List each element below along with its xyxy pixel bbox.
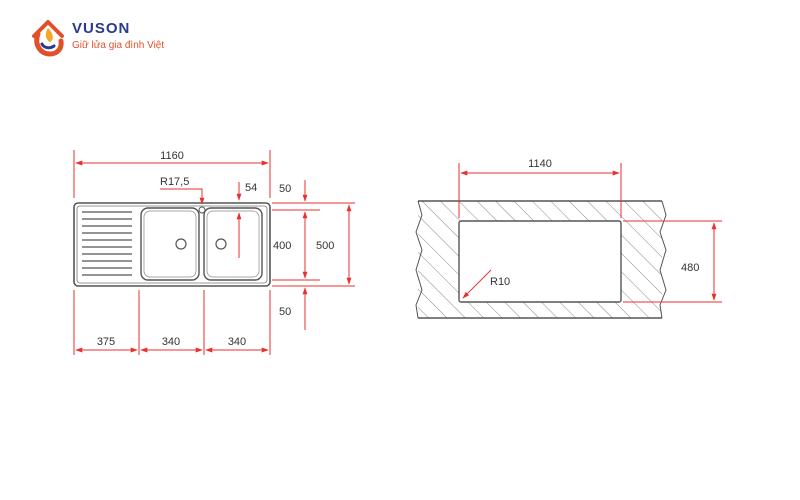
- house-flame-icon: [32, 20, 64, 57]
- dim-drainboard-width: 375: [97, 336, 115, 348]
- dim-top-margin: 50: [279, 183, 291, 195]
- drainboard-ribs: [82, 211, 132, 276]
- brand-logo[interactable]: VUSON Giữ lửa gia đình Việt: [28, 14, 198, 62]
- sink-top-view: 1160 R17,5 54 50 400 500 50 375 340 340: [73, 150, 355, 355]
- dim-overall-depth: 500: [316, 240, 334, 252]
- sink-bowl-right: [203, 207, 263, 281]
- brand-tagline: Giữ lửa gia đình Việt: [72, 40, 165, 51]
- dim-bowl-depth: 400: [273, 240, 291, 252]
- dim-bottom-margin: 50: [279, 306, 291, 318]
- sink-outline: [73, 202, 271, 287]
- drain-hole-right: [215, 238, 227, 250]
- drain-hole-left: [175, 238, 187, 250]
- dim-cutout-depth: 480: [681, 262, 699, 274]
- brand-name: VUSON: [72, 20, 131, 37]
- dim-cutout-width: 1140: [528, 158, 552, 170]
- cutout-view: 1140 480 R10: [415, 158, 722, 319]
- dim-bowl2-width: 340: [228, 336, 246, 348]
- dim-drain-radius: R17,5: [160, 176, 189, 188]
- dim-drain-offset: 54: [245, 182, 257, 194]
- dim-corner-radius: R10: [490, 276, 510, 288]
- faucet-hole: [198, 206, 206, 214]
- dim-bowl1-width: 340: [162, 336, 180, 348]
- dim-overall-width: 1160: [160, 150, 184, 162]
- cutout-opening: [458, 220, 622, 303]
- countertop-hatched: [418, 201, 662, 318]
- sink-bowl-left: [140, 207, 200, 281]
